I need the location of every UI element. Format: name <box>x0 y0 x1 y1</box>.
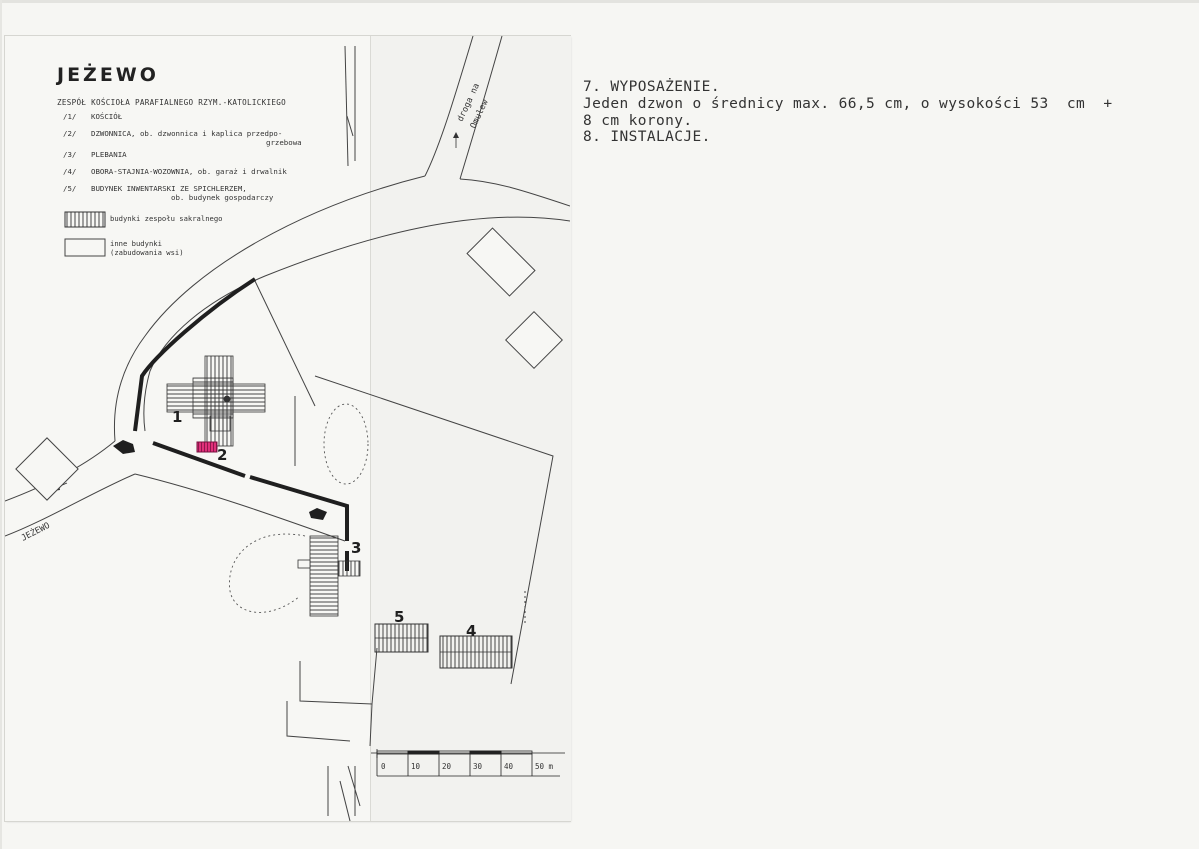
section-heading-installations: 8. INSTALACJE. <box>583 129 711 146</box>
roads <box>5 36 570 821</box>
map-title: JEŻEWO <box>57 64 159 86</box>
section-heading-furnishings: 7. WYPOSAŻENIE. <box>583 79 720 95</box>
scale-bar <box>371 749 565 777</box>
legend-key-other-label: inne budynki <box>110 239 162 248</box>
scan-edge <box>0 0 2 849</box>
presbytery-building <box>297 535 361 617</box>
road-south-mid2 <box>347 765 361 807</box>
legend-key-other-label: (zabudowania wsi) <box>110 248 184 257</box>
main-road-inner-edge <box>459 178 570 207</box>
legend-text: BUDYNEK INWENTARSKI ZE SPICHLERZEM, <box>91 184 247 193</box>
legend-text: DZWONNICA, ob. dzwonnica i kaplica przed… <box>91 129 283 138</box>
building-5 <box>374 623 429 653</box>
building-number-2: 2 <box>217 446 227 464</box>
gate <box>113 440 327 520</box>
building-4 <box>439 635 513 669</box>
north-line-1 <box>344 45 349 167</box>
main-road-outer-edge <box>113 175 426 442</box>
legend-item-2: /2/DZWONNICA, ob. dzwonnica i kaplica pr… <box>63 129 282 138</box>
legend-text: PLEBANIA <box>91 150 127 159</box>
legend-number: /1/ <box>63 112 77 121</box>
scale-tick: 30 <box>473 762 483 771</box>
building-number-1: 1 <box>172 408 182 426</box>
site-plan-map: droga na Omulew JEŻEWO <box>5 36 571 821</box>
building-number-3: 3 <box>351 539 361 557</box>
building-number-4: 4 <box>466 622 476 640</box>
church-building <box>166 355 266 447</box>
legend-number: /2/ <box>63 129 77 138</box>
scale-tick: 20 <box>442 762 452 771</box>
scale-ticks: 0 10 20 30 40 50 m <box>381 762 554 771</box>
legend-number: /5/ <box>63 184 77 193</box>
village-buildings <box>15 227 563 501</box>
village-building <box>466 227 536 297</box>
legend-number: /3/ <box>63 150 77 159</box>
map-subtitle: ZESPÓŁ KOŚCIOŁA PARAFIALNEGO RZYM.-KATOL… <box>57 98 286 107</box>
north-line-3 <box>346 115 354 137</box>
scale-tick: 40 <box>504 762 514 771</box>
scale-tick: 0 <box>381 762 386 771</box>
scan-edge <box>0 0 1199 3</box>
village-building <box>15 437 79 501</box>
legend-item-5: /5/BUDYNEK INWENTARSKI ZE SPICHLERZEM, <box>63 184 247 193</box>
building-number-5: 5 <box>394 608 404 626</box>
farmyard-plot <box>286 375 554 747</box>
village-building <box>505 311 563 369</box>
legend-key-other <box>64 238 106 257</box>
scale-tick: 50 m <box>535 762 554 771</box>
road-north-right-edge <box>459 36 503 180</box>
legend-text: OBORA-STAJNIA-WOZOWNIA, ob. garaż i drwa… <box>91 167 287 176</box>
garden-ovals <box>229 403 369 613</box>
road-east-edge <box>134 473 346 542</box>
bell-description: Jeden dzwon o średnicy max. 66,5 cm, o w… <box>583 95 1113 112</box>
road-south-mid <box>339 780 351 821</box>
road-west-lower-edge <box>5 473 136 537</box>
property-line <box>254 280 316 407</box>
church-fence <box>133 277 349 571</box>
legend-key-sacral <box>64 211 106 228</box>
legend-subtext: grzebowa <box>266 138 302 147</box>
legend-number: /4/ <box>63 167 77 176</box>
scale-tick: 10 <box>411 762 421 771</box>
legend-text: KOŚCIÓŁ <box>91 112 123 121</box>
legend-subtext: ob. budynek gospodarczy <box>171 193 274 202</box>
legend-item-3: /3/PLEBANIA <box>63 150 127 159</box>
road-north-left-edge <box>424 36 474 177</box>
site-plan-drawing: droga na Omulew JEŻEWO <box>5 36 570 821</box>
typed-text-section: 7. WYPOSAŻENIE. Jeden dzwon o średnicy m… <box>583 79 1183 146</box>
bell-description-cont: 8 cm korony. <box>583 112 693 129</box>
legend-item-1: /1/KOŚCIÓŁ <box>63 112 122 121</box>
legend-item-4: /4/OBORA-STAJNIA-WOZOWNIA, ob. garaż i d… <box>63 167 287 176</box>
legend-key-sacral-label: budynki zespołu sakralnego <box>110 214 223 223</box>
road-west-label: JEŻEWO <box>19 520 51 544</box>
